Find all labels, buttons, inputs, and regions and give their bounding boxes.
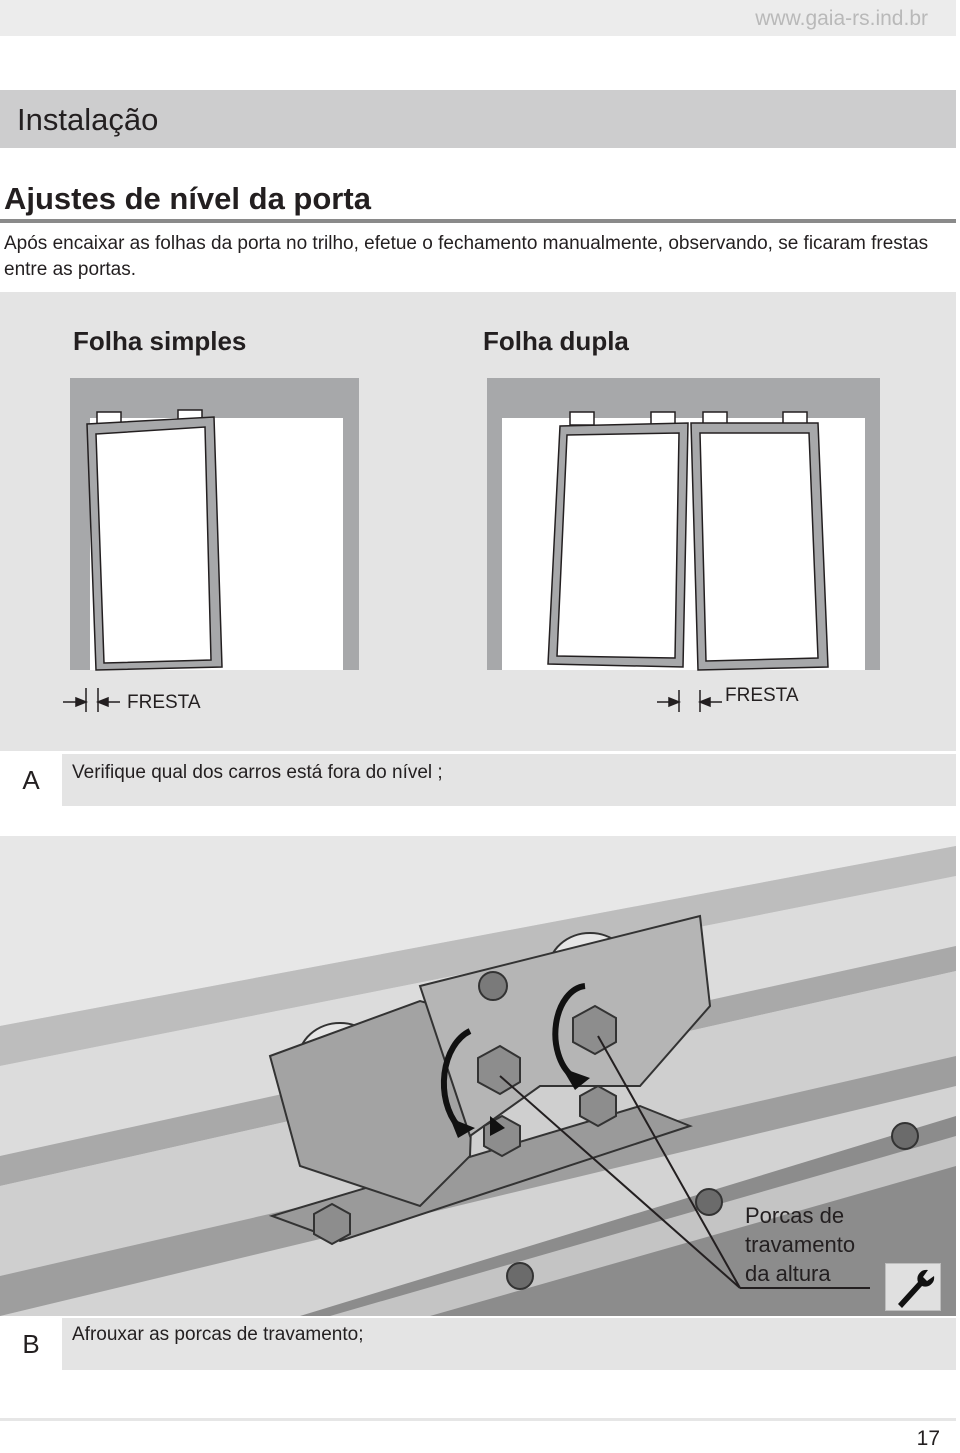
title-rule	[0, 219, 956, 223]
gap-dimension-left	[63, 688, 120, 712]
door-diagram	[63, 378, 880, 712]
label-folha-dupla: Folha dupla	[483, 326, 629, 356]
intro-paragraph: Após encaixar as folhas da porta no tril…	[4, 233, 929, 280]
carriage-drawing	[0, 836, 956, 1316]
single-door-illustration	[70, 378, 359, 671]
step-a-letter: A	[0, 754, 62, 806]
gap-dimension-right	[657, 690, 722, 712]
wrench-icon	[885, 1263, 941, 1311]
step-a-text: Verifique qual dos carros está fora do n…	[72, 762, 443, 783]
nut-callout: Porcas de travamento da altura	[745, 1201, 855, 1288]
page-number: 17	[916, 1427, 940, 1450]
footer-rule	[0, 1418, 956, 1421]
step-a-row: A Verifique qual dos carros está fora do…	[0, 754, 956, 806]
callout-line-1: Porcas de	[745, 1203, 845, 1228]
subsection-title: Ajustes de nível da porta	[4, 181, 371, 216]
label-folha-simples: Folha simples	[73, 326, 247, 356]
callout-line-3: da altura	[745, 1261, 831, 1286]
door-gap-diagram-panel: Folha simples Folha dupla	[0, 292, 956, 751]
fresta-label-left: FRESTA	[127, 692, 201, 713]
section-banner: Instalação	[0, 90, 956, 148]
step-b-letter: B	[0, 1318, 62, 1370]
section-title: Instalação	[17, 102, 159, 137]
callout-line-2: travamento	[745, 1232, 856, 1257]
double-door-illustration	[487, 378, 880, 671]
website-url: www.gaia-rs.ind.br	[755, 7, 928, 30]
step-b-row: B Afrouxar as porcas de travamento;	[0, 1318, 956, 1370]
step-b-text: Afrouxar as porcas de travamento;	[72, 1324, 364, 1345]
fresta-label-right: FRESTA	[725, 685, 799, 706]
header-bar: www.gaia-rs.ind.br	[0, 0, 956, 36]
carriage-illustration	[0, 836, 956, 1316]
callout-underline	[740, 1287, 870, 1289]
